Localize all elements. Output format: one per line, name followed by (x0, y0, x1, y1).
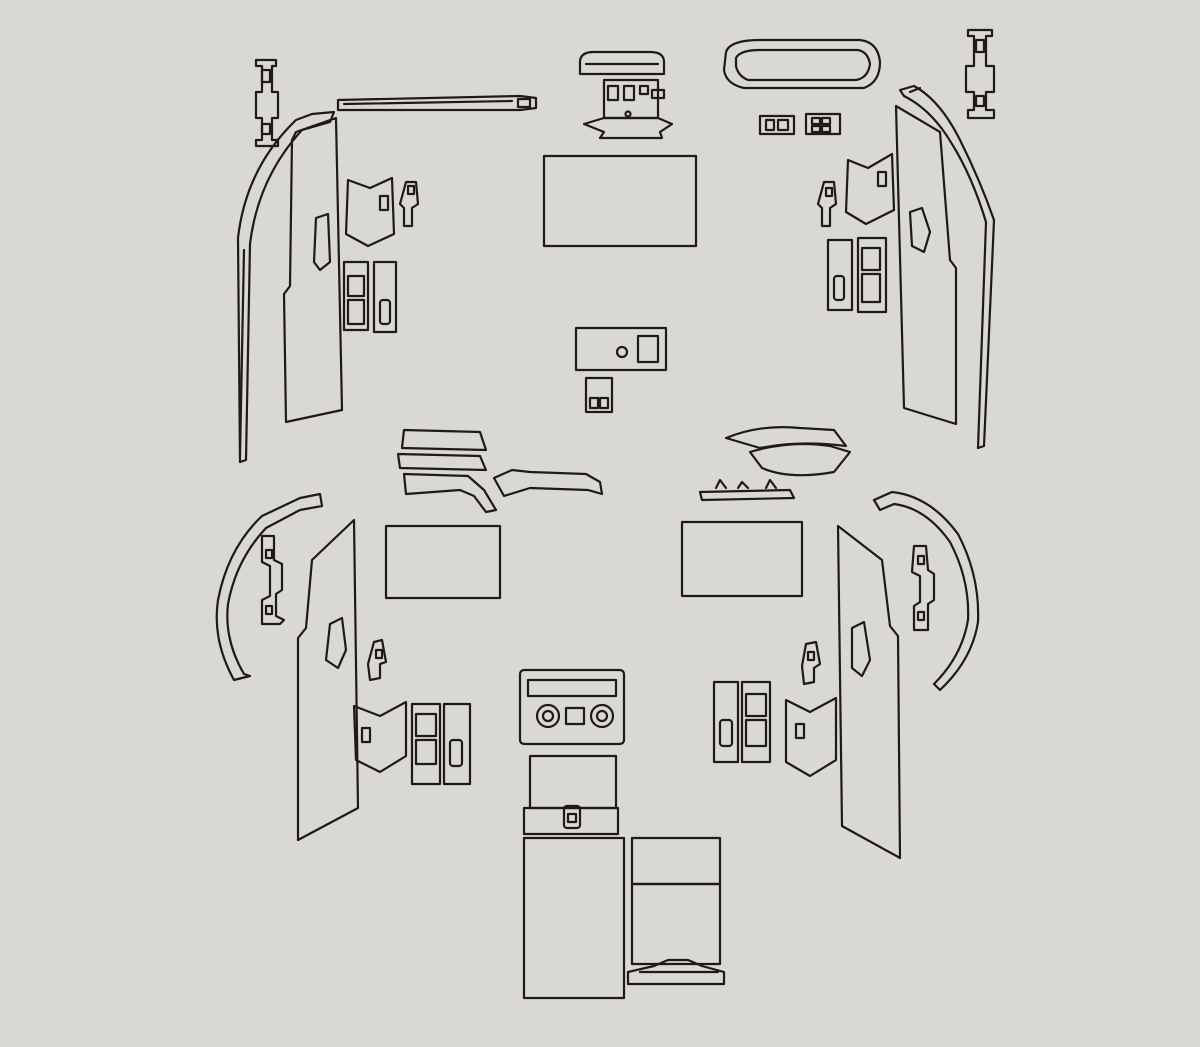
rear-left-window-switch-panel (410, 702, 472, 786)
right-front-lock-switch (816, 180, 838, 228)
rear-right-door-panel (836, 524, 902, 860)
left-front-handle-bezel (344, 176, 396, 248)
rear-left-lock-switch (366, 638, 388, 682)
right-a-pillar-clip-strip (964, 28, 996, 120)
rear-left-door-panel (296, 518, 360, 842)
console-lid-panel (522, 754, 620, 836)
right-front-pillar-trim (898, 84, 996, 450)
climate-control-panel (518, 668, 626, 746)
rear-right-window-switch-panel (712, 680, 772, 764)
rear-left-screen-panel (384, 524, 502, 600)
rear-right-handle-bezel (784, 696, 838, 778)
left-a-pillar-clip-strip (254, 58, 280, 148)
rear-left-clip-strip (260, 534, 286, 626)
left-front-lock-switch (398, 180, 420, 228)
rear-right-clip-rail (698, 478, 796, 502)
rear-left-long-strip (492, 468, 604, 498)
rear-right-screen-panel (680, 520, 804, 598)
right-front-door-panel (894, 104, 958, 426)
rear-left-trim-strip-stack (396, 428, 498, 514)
right-front-window-switch-panel (826, 236, 888, 314)
dashboard-top-strip (336, 94, 538, 112)
rear-left-handle-bezel (352, 700, 408, 774)
rear-right-lock-switch (800, 640, 822, 686)
rear-right-clip-strip (910, 544, 936, 632)
infotainment-screen-surround (722, 38, 882, 90)
left-front-door-panel (282, 116, 344, 424)
console-side-panel-large (522, 836, 626, 1000)
right-switch-pair (758, 112, 842, 136)
center-console-control-plate (574, 326, 668, 372)
instrument-cluster-hood (578, 50, 666, 76)
rear-left-arch-trim (215, 492, 324, 682)
rear-right-arch-trim (872, 490, 980, 692)
rear-right-curved-strip-stack (724, 426, 852, 477)
center-display-panel (542, 154, 698, 248)
steering-control-panel (582, 78, 674, 140)
console-side-panel-small (626, 836, 726, 986)
left-front-window-switch-panel (342, 260, 398, 334)
center-console-small-switch (584, 376, 614, 414)
right-front-handle-bezel (844, 152, 896, 226)
